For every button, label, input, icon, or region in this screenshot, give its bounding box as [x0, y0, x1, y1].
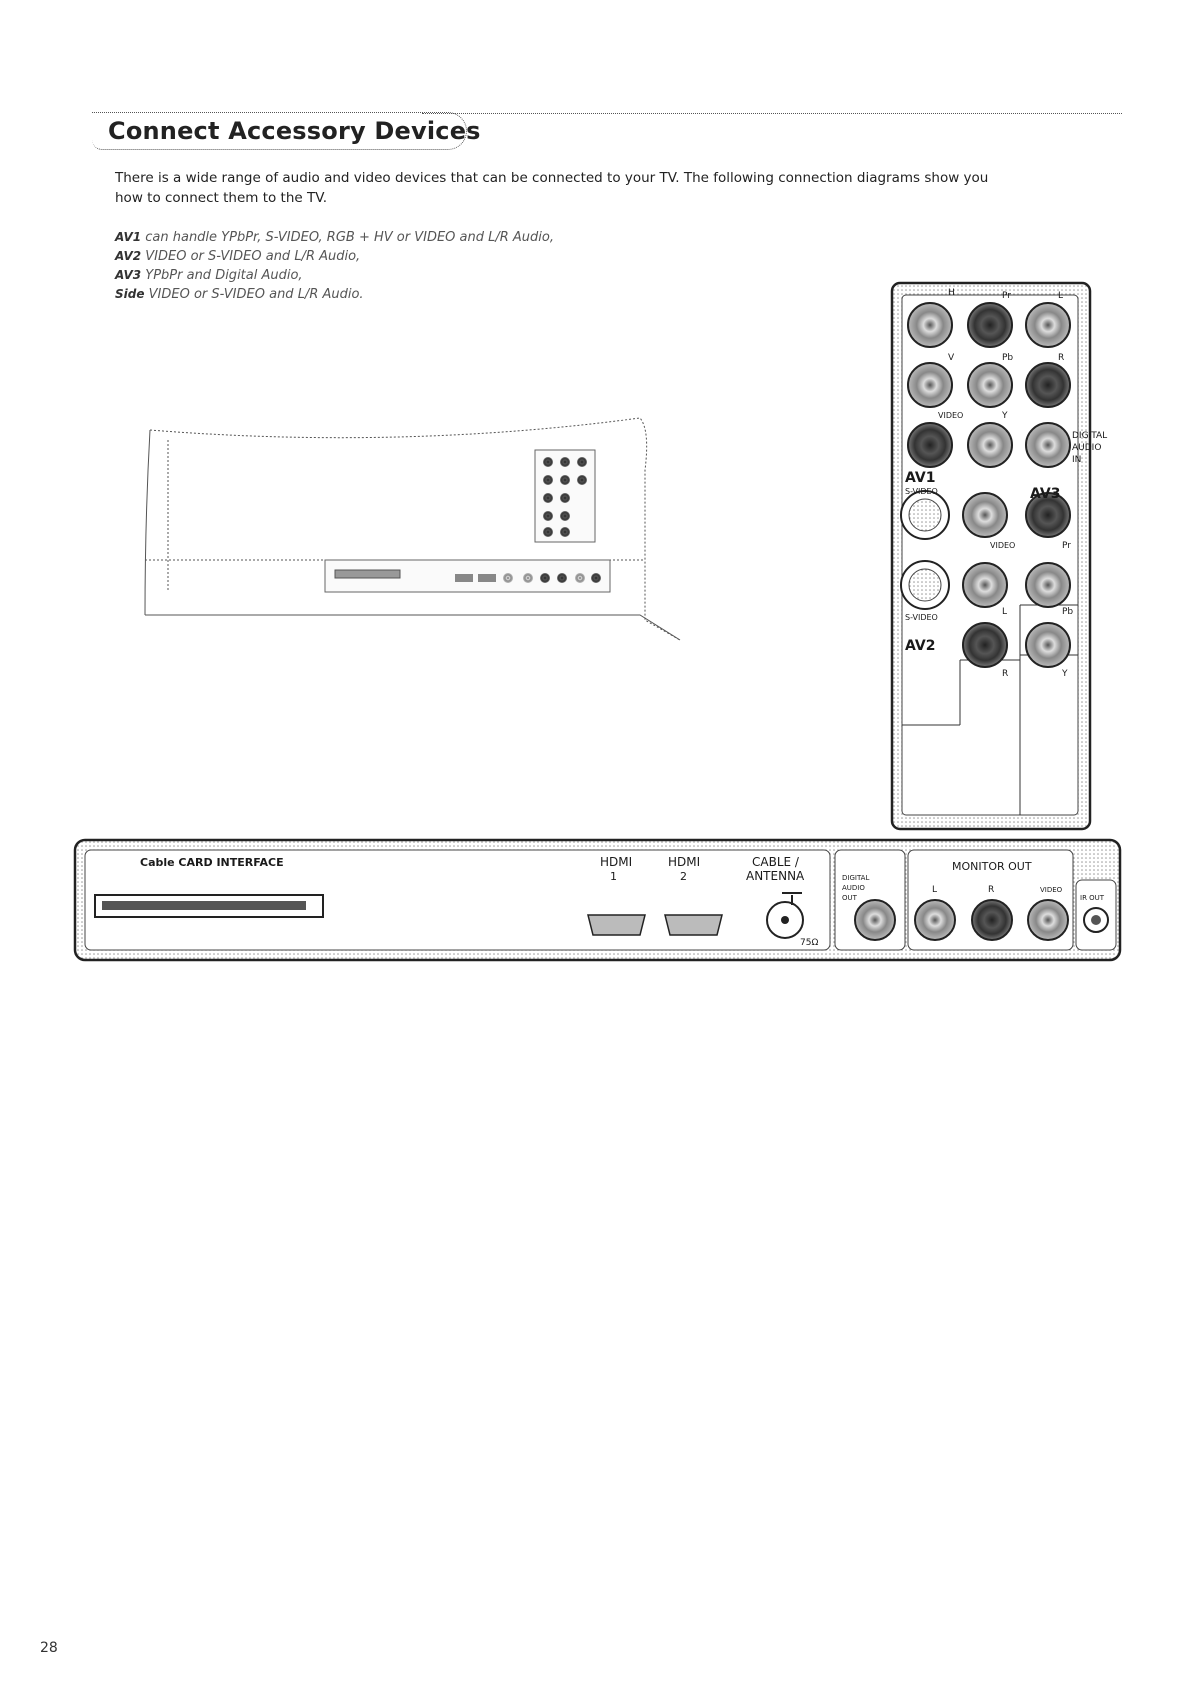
- svg-text:AUDIO: AUDIO: [1072, 443, 1101, 453]
- mode-av3: AV3 YPbPr and Digital Audio,: [115, 268, 303, 283]
- digital-audio-in-jack: [1025, 422, 1071, 468]
- av1-l-jack: [1025, 302, 1071, 348]
- av1-h-jack: [907, 302, 953, 348]
- monitor-out-l-jack: [914, 899, 956, 941]
- av2-r-jack: [962, 622, 1008, 668]
- intro-line-2: how to connect them to the TV.: [115, 190, 328, 206]
- header-pill: [92, 112, 467, 150]
- av1-v-jack: [907, 362, 953, 408]
- svg-text:Y: Y: [1001, 411, 1008, 421]
- svg-text:L: L: [1002, 607, 1007, 617]
- svg-text:AV3: AV3: [1030, 486, 1060, 502]
- svg-text:VIDEO: VIDEO: [1040, 886, 1063, 894]
- av3-pr-jack: [1025, 492, 1071, 538]
- page-title: Connect Accessory Devices: [108, 117, 481, 145]
- svg-text:AV1: AV1: [905, 470, 935, 486]
- av1-r-jack: [1025, 362, 1071, 408]
- svg-text:OUT: OUT: [842, 894, 858, 902]
- svg-text:L: L: [932, 885, 937, 895]
- svg-text:R: R: [1058, 353, 1064, 363]
- svg-text:DIGITAL: DIGITAL: [842, 874, 869, 882]
- av1-video-jack: [907, 422, 953, 468]
- svg-text:CABLE /: CABLE /: [752, 855, 800, 869]
- svg-text:IN: IN: [1072, 455, 1081, 465]
- hdmi-1-port: [587, 914, 646, 936]
- svg-text:Pb: Pb: [1002, 353, 1013, 363]
- svg-text:S-VIDEO: S-VIDEO: [905, 613, 938, 622]
- svg-text:75Ω: 75Ω: [800, 938, 818, 948]
- svg-text:VIDEO: VIDEO: [990, 541, 1015, 550]
- svg-text:Pr: Pr: [1002, 291, 1011, 301]
- svg-text:AUDIO: AUDIO: [842, 884, 865, 892]
- intro-paragraph: There is a wide range of audio and video…: [115, 168, 1075, 208]
- mode-av2: AV2 VIDEO or S-VIDEO and L/R Audio,: [115, 249, 361, 264]
- svg-text:V: V: [948, 353, 955, 363]
- monitor-out-video-jack: [1027, 899, 1069, 941]
- svg-text:HDMI: HDMI: [668, 855, 700, 869]
- bottom-panel: Cable CARD INTERFACE HDMI 1 HDMI 2 CABLE…: [73, 838, 1122, 962]
- svg-text:DIGITAL: DIGITAL: [1072, 431, 1107, 441]
- svg-text:MONITOR OUT: MONITOR OUT: [952, 860, 1032, 873]
- av2-l-jack: [962, 562, 1008, 608]
- monitor-out-r-jack: [971, 899, 1013, 941]
- av3-y-jack: [1025, 622, 1071, 668]
- av1-pr-jack: [967, 302, 1013, 348]
- av1-y-jack: [967, 422, 1013, 468]
- side-panel: H Pr L V Pb R VIDEO Y DIGITAL AUDIO IN A…: [890, 281, 1107, 831]
- digital-audio-out-jack: [854, 899, 896, 941]
- header-rule: [422, 113, 1122, 114]
- section-header: Connect Accessory Devices: [92, 112, 1122, 152]
- av1-pb-jack: [967, 362, 1013, 408]
- tv-back-illustration: [144, 417, 681, 641]
- av2-video-jack: [962, 492, 1008, 538]
- svg-text:ANTENNA: ANTENNA: [746, 869, 805, 883]
- svg-text:Y: Y: [1061, 669, 1068, 679]
- svg-text:Pr: Pr: [1062, 541, 1071, 551]
- mode-side: Side VIDEO or S-VIDEO and L/R Audio.: [115, 287, 364, 302]
- svg-text:H: H: [948, 288, 955, 298]
- av-modes-list: AV1 can handle YPbPr, S-VIDEO, RGB + HV …: [115, 228, 554, 304]
- svg-text:R: R: [1002, 669, 1008, 679]
- svg-text:IR OUT: IR OUT: [1080, 894, 1105, 902]
- svg-text:2: 2: [680, 870, 687, 883]
- av3-pb-jack: [1025, 562, 1071, 608]
- page-number: 28: [40, 1640, 58, 1656]
- svg-text:HDMI: HDMI: [600, 855, 632, 869]
- svg-text:Cable CARD INTERFACE: Cable CARD INTERFACE: [140, 856, 284, 869]
- svg-text:VIDEO: VIDEO: [938, 411, 963, 420]
- svg-text:Pb: Pb: [1062, 607, 1073, 617]
- svg-text:L: L: [1058, 291, 1063, 301]
- svg-text:AV2: AV2: [905, 638, 935, 654]
- tv-mini-jacks: [455, 457, 601, 583]
- hdmi-2-port: [664, 914, 723, 936]
- svg-text:S-VIDEO: S-VIDEO: [905, 487, 938, 496]
- svg-text:R: R: [988, 885, 994, 895]
- svg-text:1: 1: [610, 870, 617, 883]
- intro-line-1: There is a wide range of audio and video…: [115, 170, 989, 186]
- mode-av1: AV1 can handle YPbPr, S-VIDEO, RGB + HV …: [115, 230, 554, 245]
